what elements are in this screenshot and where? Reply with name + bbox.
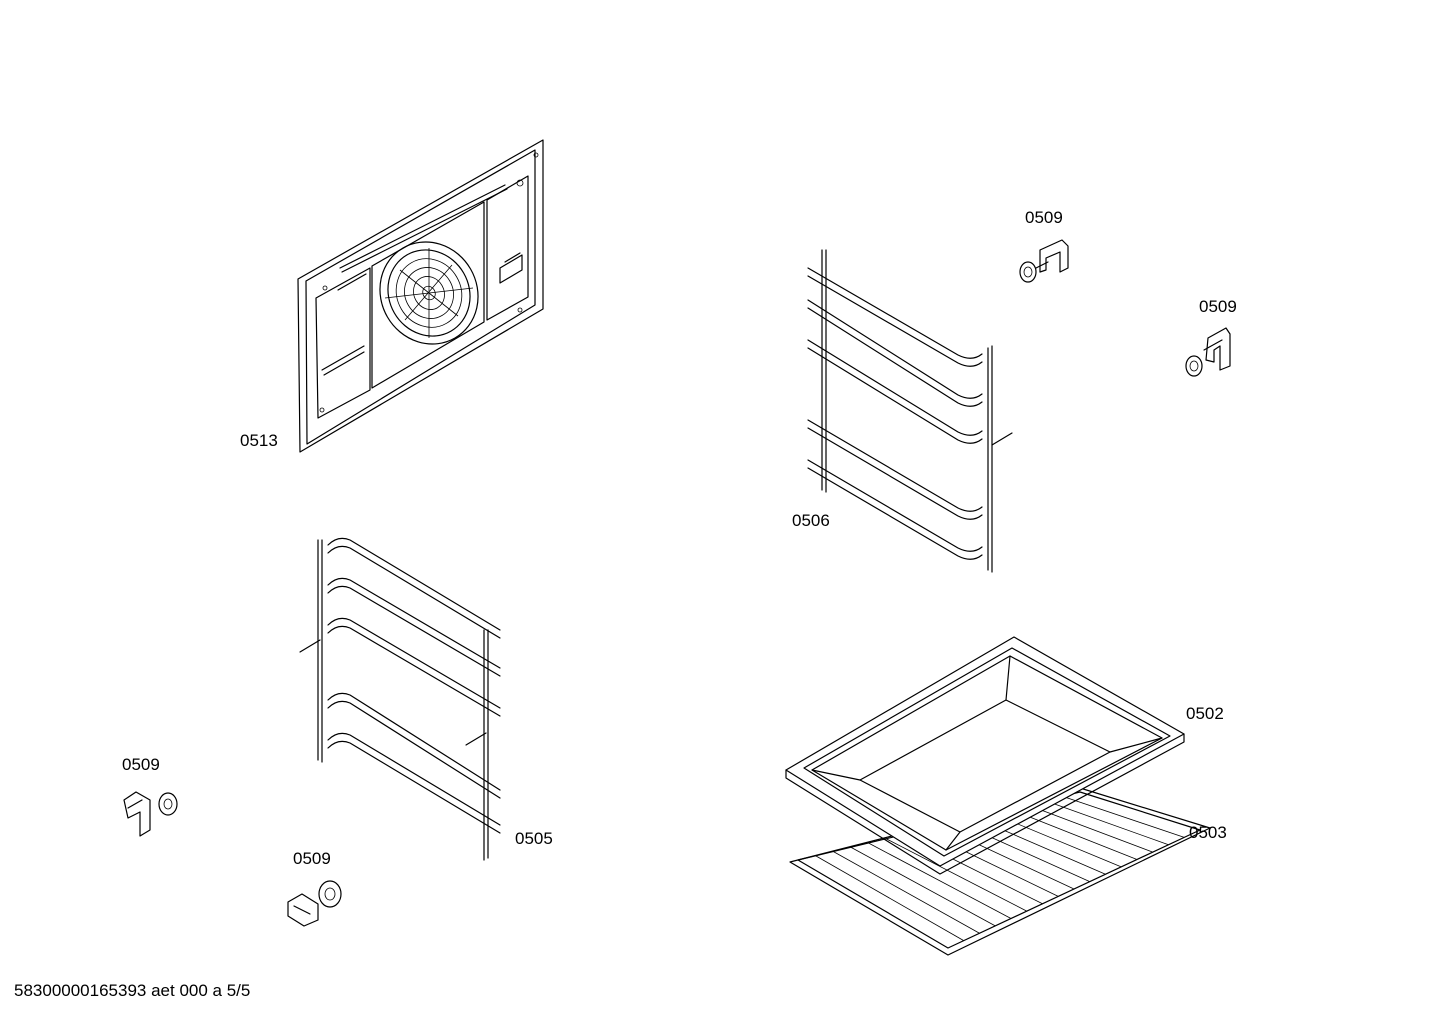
clip-part-top-2[interactable] [1185, 327, 1231, 377]
label-baking-tray: 0502 [1186, 704, 1224, 723]
document-footer: 58300000165393 aet 000 a 5/5 [14, 981, 251, 1000]
label-clip-top-2: 0509 [1199, 297, 1237, 316]
label-wire-rack: 0503 [1189, 823, 1227, 842]
rack-wire [1026, 804, 1153, 853]
label-back-panel: 0513 [240, 431, 278, 450]
clip-part-top-1[interactable] [1019, 239, 1069, 283]
side-rail-left-part[interactable] [299, 537, 501, 861]
rack-wire [885, 838, 1027, 912]
label-side-rail-left: 0505 [515, 829, 553, 848]
side-rail-right-part[interactable] [807, 249, 1013, 573]
rack-wire [815, 855, 964, 941]
rack-wire [1044, 800, 1169, 846]
clip-part-bottom-1[interactable] [123, 791, 178, 837]
clip-part-bottom-2[interactable] [287, 880, 342, 927]
rack-wire [868, 842, 1012, 919]
label-clip-bottom-1: 0509 [122, 755, 160, 774]
rack-wire [850, 846, 996, 927]
label-side-rail-right: 0506 [792, 511, 830, 530]
rack-wire [833, 851, 980, 934]
baking-tray-part[interactable] [785, 636, 1185, 875]
label-clip-bottom-2: 0509 [293, 849, 331, 868]
label-clip-top-1: 0509 [1025, 208, 1063, 227]
rack-wire [1062, 795, 1185, 838]
back-panel-part[interactable] [297, 139, 544, 453]
